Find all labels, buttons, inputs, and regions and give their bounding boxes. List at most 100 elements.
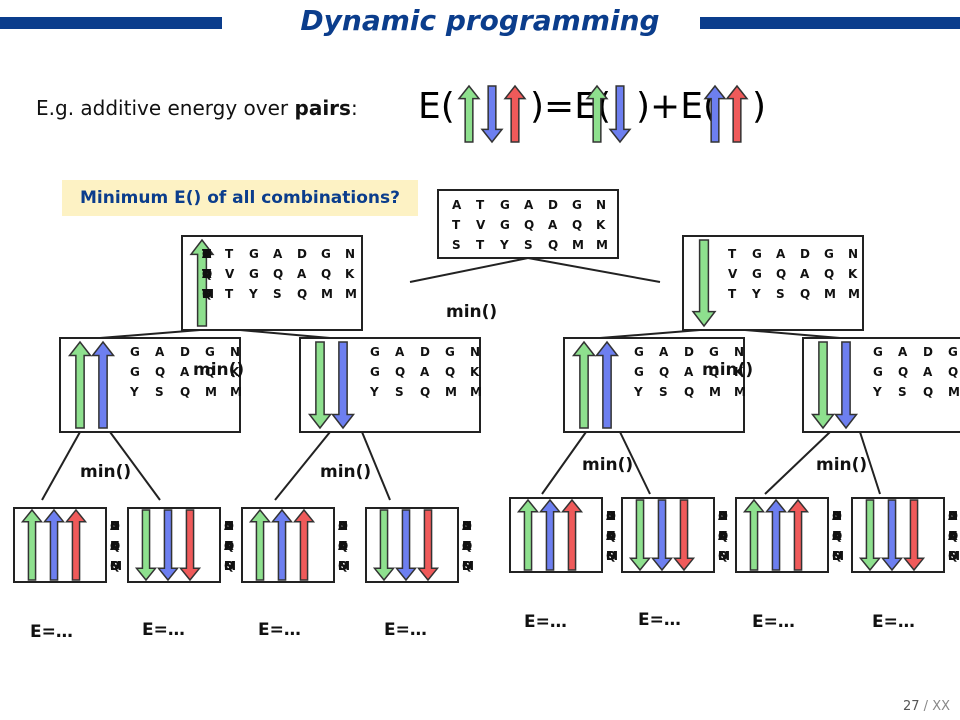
energy-label: E=… [872,612,915,632]
sequence-letter: G [224,519,234,533]
sequence-letter: A [110,519,120,533]
page-current: 27 [902,699,920,714]
sequence-letter: D [224,519,234,533]
min-label: min() [80,462,132,482]
sequence-letter: A [224,539,234,553]
strand-arrow-blue [42,508,66,581]
tree-edge [409,257,529,283]
strand-arrow-green [307,341,333,430]
sequence-letter: M [110,559,122,573]
sequence-letter: G [500,198,510,212]
sequence-letter: N [948,509,958,523]
intro-suffix: : [350,96,358,120]
sequence-letter: G [948,509,958,523]
sequence-letter: Q [224,539,234,553]
sequence-letter: Y [201,287,211,301]
sequence-letter: V [202,267,212,281]
sequence-letter: N [345,247,355,261]
sequence-letter: T [728,247,737,261]
strand-arrow-blue [538,498,562,571]
sequence-letter: Q [709,365,719,379]
sequence-letter: K [202,267,212,281]
sequence-letter: Q [202,287,212,301]
sequence-letter: A [948,529,958,543]
header-bar-right [700,17,960,29]
strand-arrow-blue [608,85,632,144]
sequence-letter: Q [684,385,694,399]
sequence-letter: Q [462,539,472,553]
sequence-letter: Q [832,529,842,543]
sequence-letter: T [728,287,737,301]
sequence-letter: D [420,345,430,359]
strand-arrow-blue [703,84,727,143]
energy-label: E=… [142,620,185,640]
page-title: Dynamic programming [300,4,660,37]
sequence-letter: M [230,385,242,399]
sequence-letter: Q [606,529,616,543]
sequence-letter: V [476,218,486,232]
sequence-letter: M [718,549,730,563]
sequence-letter: G [130,365,140,379]
strand-arrow-green [585,84,609,143]
sequence-letter: M [734,385,746,399]
sequence-letter: T [476,198,485,212]
sequence-letter: K [948,529,958,543]
sequence-letter: S [202,287,211,301]
sequence-letter: K [606,529,616,543]
sequence-letter: K [718,529,728,543]
intro-emph: pairs [294,96,351,120]
tree-edge [99,329,201,339]
strand-arrow-green [372,509,396,582]
tree-edge [764,431,831,495]
min-label: min() [816,455,868,475]
sequence-letter: G [606,509,616,523]
sequence-letter: M [948,385,960,399]
sequence-letter: S [273,287,282,301]
sequence-letter: M [718,549,730,563]
sequence-letter: G [824,247,834,261]
sequence-letter: A [659,345,669,359]
sequence-letter: Q [923,385,933,399]
strand-arrow-red [503,84,527,143]
strand-arrow-blue [650,499,674,572]
tree-edge [274,431,331,501]
strand-arrow-red [902,499,926,572]
strand-arrow-blue [394,509,418,582]
sequence-letter: A [606,529,616,543]
sequence-letter: Y [751,287,761,301]
sequence-letter: N [470,345,480,359]
state-box [563,337,745,433]
strand-arrow-red [725,84,749,143]
sequence-letter: D [462,519,472,533]
strand-arrow-green [134,509,158,582]
sequence-letter: M [596,238,608,252]
sequence-letter: K [230,365,240,379]
sequence-letter: Q [606,529,616,543]
sequence-letter: G [873,345,883,359]
sequence-letter: Q [524,218,534,232]
sequence-letter: G [718,509,728,523]
sequence-letter: A [452,198,462,212]
sequence-letter: N [718,509,728,523]
sequence-letter: N [596,198,606,212]
strand-arrow-blue [480,85,504,144]
sequence-letter: Q [445,365,455,379]
strand-arrow-green [189,238,215,327]
sequence-letter: Q [824,267,834,281]
sequence-letter: K [832,529,842,543]
sequence-letter: K [338,539,348,553]
page-total: XX [932,699,950,714]
sequence-letter: Q [718,529,728,543]
sequence-letter: M [832,549,844,563]
sequence-letter: Q [321,267,331,281]
sequence-letter: D [180,345,190,359]
sequence-letter: Q [180,385,190,399]
sequence-letter: M [345,287,357,301]
sequence-letter: A [462,539,472,553]
state-box [181,235,363,331]
sequence-letter: Q [110,539,120,553]
strand-arrow-green [742,498,766,571]
sequence-letter: Q [776,267,786,281]
sequence-letter: Q [659,365,669,379]
